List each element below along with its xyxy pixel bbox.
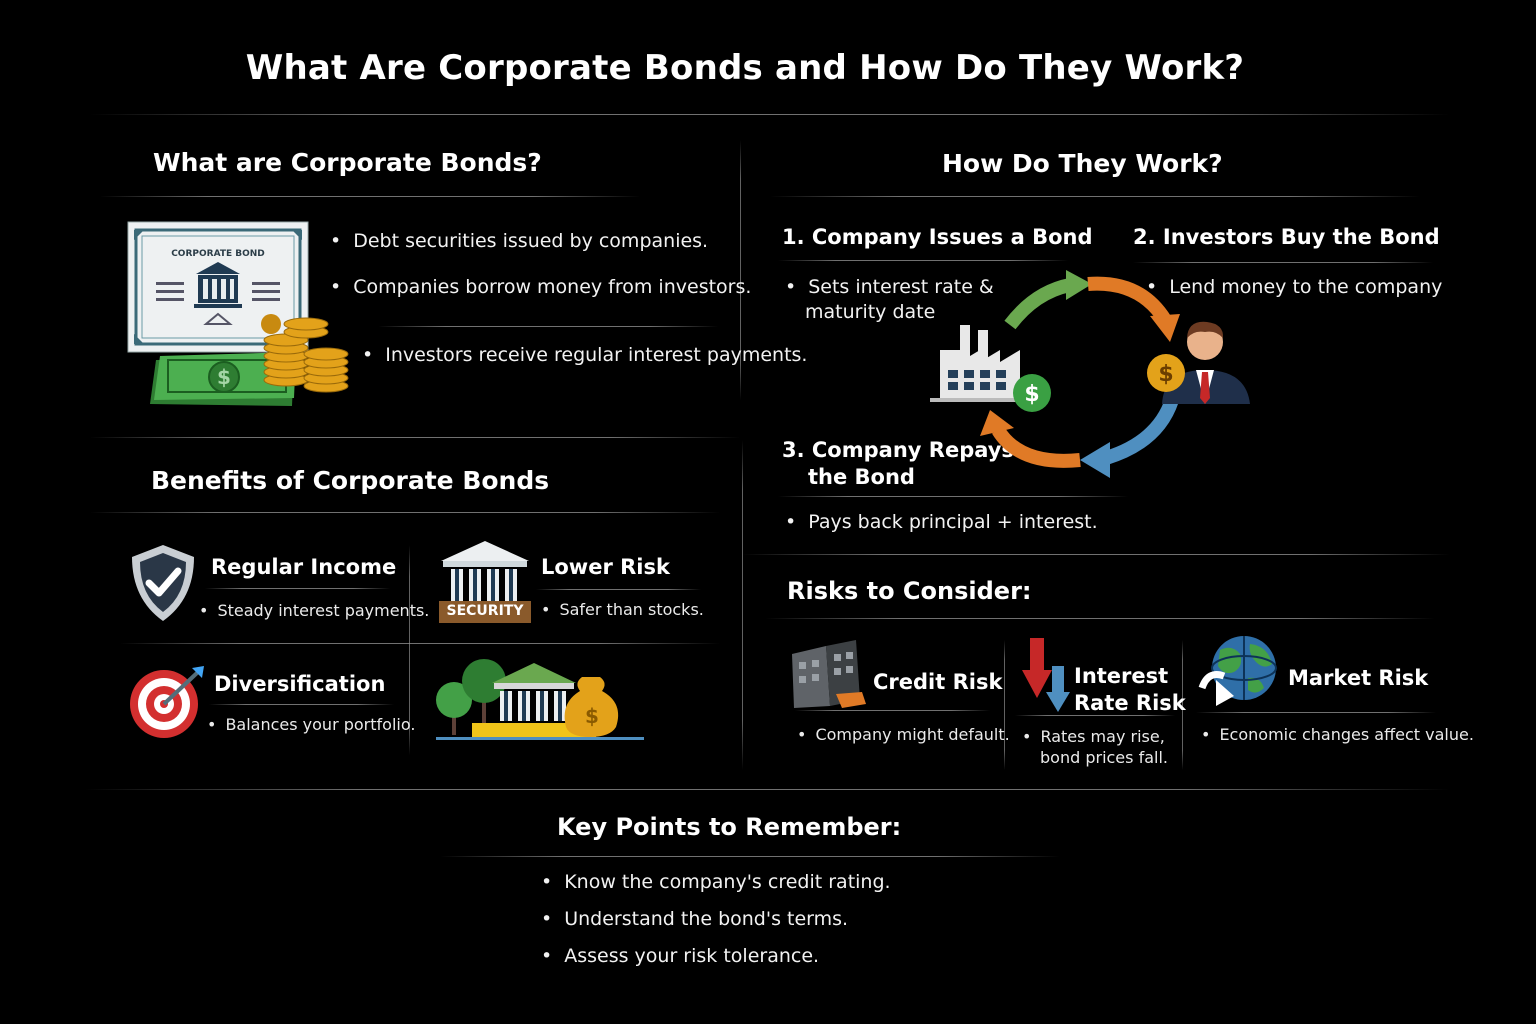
how-heading: How Do They Work? — [942, 149, 1223, 178]
risk-interest-desc-line2: bond prices fall. — [1040, 748, 1168, 767]
risk-credit-desc: Company might default. — [797, 724, 1009, 745]
risk-market-desc: Economic changes affect value. — [1201, 724, 1473, 745]
blue-arrow-icon — [1080, 442, 1110, 478]
benefits-vertical-divider — [409, 545, 410, 755]
globe-icon — [1198, 636, 1282, 712]
what-bullet-1: Debt securities issued by companies. — [330, 229, 708, 254]
benefit-regular-income-desc: Steady interest payments. — [199, 600, 429, 621]
step-1-bullet-line1: Sets interest rate & — [785, 275, 994, 300]
step-3-bullet: Pays back principal + interest. — [785, 510, 1097, 535]
key-points-underline — [440, 856, 1060, 857]
benefit-lower-risk-desc: Safer than stocks. — [541, 599, 703, 620]
what-heading-underline — [100, 196, 640, 197]
security-badge: SECURITY — [446, 603, 524, 619]
how-heading-underline — [770, 196, 1420, 197]
risks-divider-2 — [1182, 640, 1183, 770]
step-1-bullet-line2: maturity date — [805, 301, 936, 323]
target-icon — [128, 664, 208, 740]
up-down-arrows-icon — [1020, 636, 1076, 716]
page-title: What Are Corporate Bonds and How Do They… — [245, 48, 1245, 88]
risk-market-label: Market Risk — [1288, 666, 1429, 690]
benefit-diversification-desc: Balances your portfolio. — [207, 714, 415, 735]
benefits-heading-underline — [90, 512, 720, 513]
bond-certificate-illustration: CORPORATE BOND $ — [126, 220, 356, 415]
risk-market-underline — [1196, 712, 1436, 713]
benefit-diversification-label: Diversification — [214, 672, 386, 696]
bank-trees-moneybag-illustration: $ — [430, 655, 650, 745]
step-2-underline — [1133, 262, 1433, 263]
what-bullet-divider — [378, 326, 718, 327]
step-3-label-line2: the Bond — [808, 465, 915, 489]
risk-interest-underline — [1015, 715, 1175, 716]
how-section-divider — [742, 554, 1450, 555]
step-2-label: 2. Investors Buy the Bond — [1133, 225, 1440, 249]
svg-text:$: $ — [217, 365, 231, 389]
risk-credit-label: Credit Risk — [873, 670, 1003, 694]
step-2-bullet: Lend money to the company — [1146, 275, 1442, 300]
benefit-lower-risk-underline — [536, 589, 701, 590]
step-3-underline — [778, 496, 1128, 497]
bank-security-icon — [437, 539, 533, 625]
benefit-regular-income-label: Regular Income — [211, 555, 397, 579]
bond-cycle-diagram: $ $ — [920, 270, 1260, 490]
svg-text:$: $ — [1158, 362, 1173, 387]
green-arrow-icon — [1066, 270, 1092, 300]
key-points-heading: Key Points to Remember: — [557, 813, 902, 841]
shield-check-icon — [128, 543, 198, 623]
key-point-1: Know the company's credit rating. — [541, 870, 890, 895]
orange-arrow-icon — [1150, 314, 1180, 342]
risk-credit-underline — [795, 710, 990, 711]
risks-section-divider — [85, 789, 1450, 790]
key-point-2: Understand the bond's terms. — [541, 907, 848, 932]
orange-return-arrow-icon — [980, 410, 1014, 436]
title-divider — [90, 114, 1450, 115]
risk-interest-label-line2: Rate Risk — [1074, 691, 1186, 715]
what-heading: What are Corporate Bonds? — [153, 148, 542, 177]
factory-icon — [930, 325, 1040, 402]
benefit-diversification-underline — [209, 704, 394, 705]
step-1-underline — [778, 260, 1068, 261]
what-bullet-2: Companies borrow money from investors. — [330, 275, 751, 300]
benefits-heading: Benefits of Corporate Bonds — [151, 466, 550, 495]
vertical-divider-top — [740, 140, 741, 400]
crumbling-building-icon — [786, 636, 866, 712]
risks-heading-underline — [765, 618, 1435, 619]
benefit-lower-risk-label: Lower Risk — [541, 555, 670, 579]
certificate-title: CORPORATE BOND — [171, 249, 265, 259]
benefit-regular-income-underline — [205, 588, 390, 589]
green-dollar-coin-icon: $ — [1013, 374, 1051, 412]
svg-text:$: $ — [1024, 382, 1039, 407]
benefits-row-divider — [120, 643, 720, 644]
svg-text:$: $ — [585, 704, 599, 728]
risk-interest-label-line1: Interest — [1074, 664, 1169, 688]
risk-interest-desc-line1: Rates may rise, — [1022, 726, 1164, 747]
gold-dollar-coin-icon: $ — [1147, 354, 1185, 392]
step-3-label-line1: 3. Company Repays — [782, 438, 1014, 462]
what-bullet-3: Investors receive regular interest payme… — [362, 343, 807, 368]
what-section-divider — [90, 437, 740, 438]
risks-heading: Risks to Consider: — [787, 577, 1032, 605]
vertical-divider-middle — [742, 440, 743, 770]
risks-divider-1 — [1004, 640, 1005, 770]
key-point-3: Assess your risk tolerance. — [541, 944, 819, 969]
step-1-label: 1. Company Issues a Bond — [782, 225, 1093, 249]
